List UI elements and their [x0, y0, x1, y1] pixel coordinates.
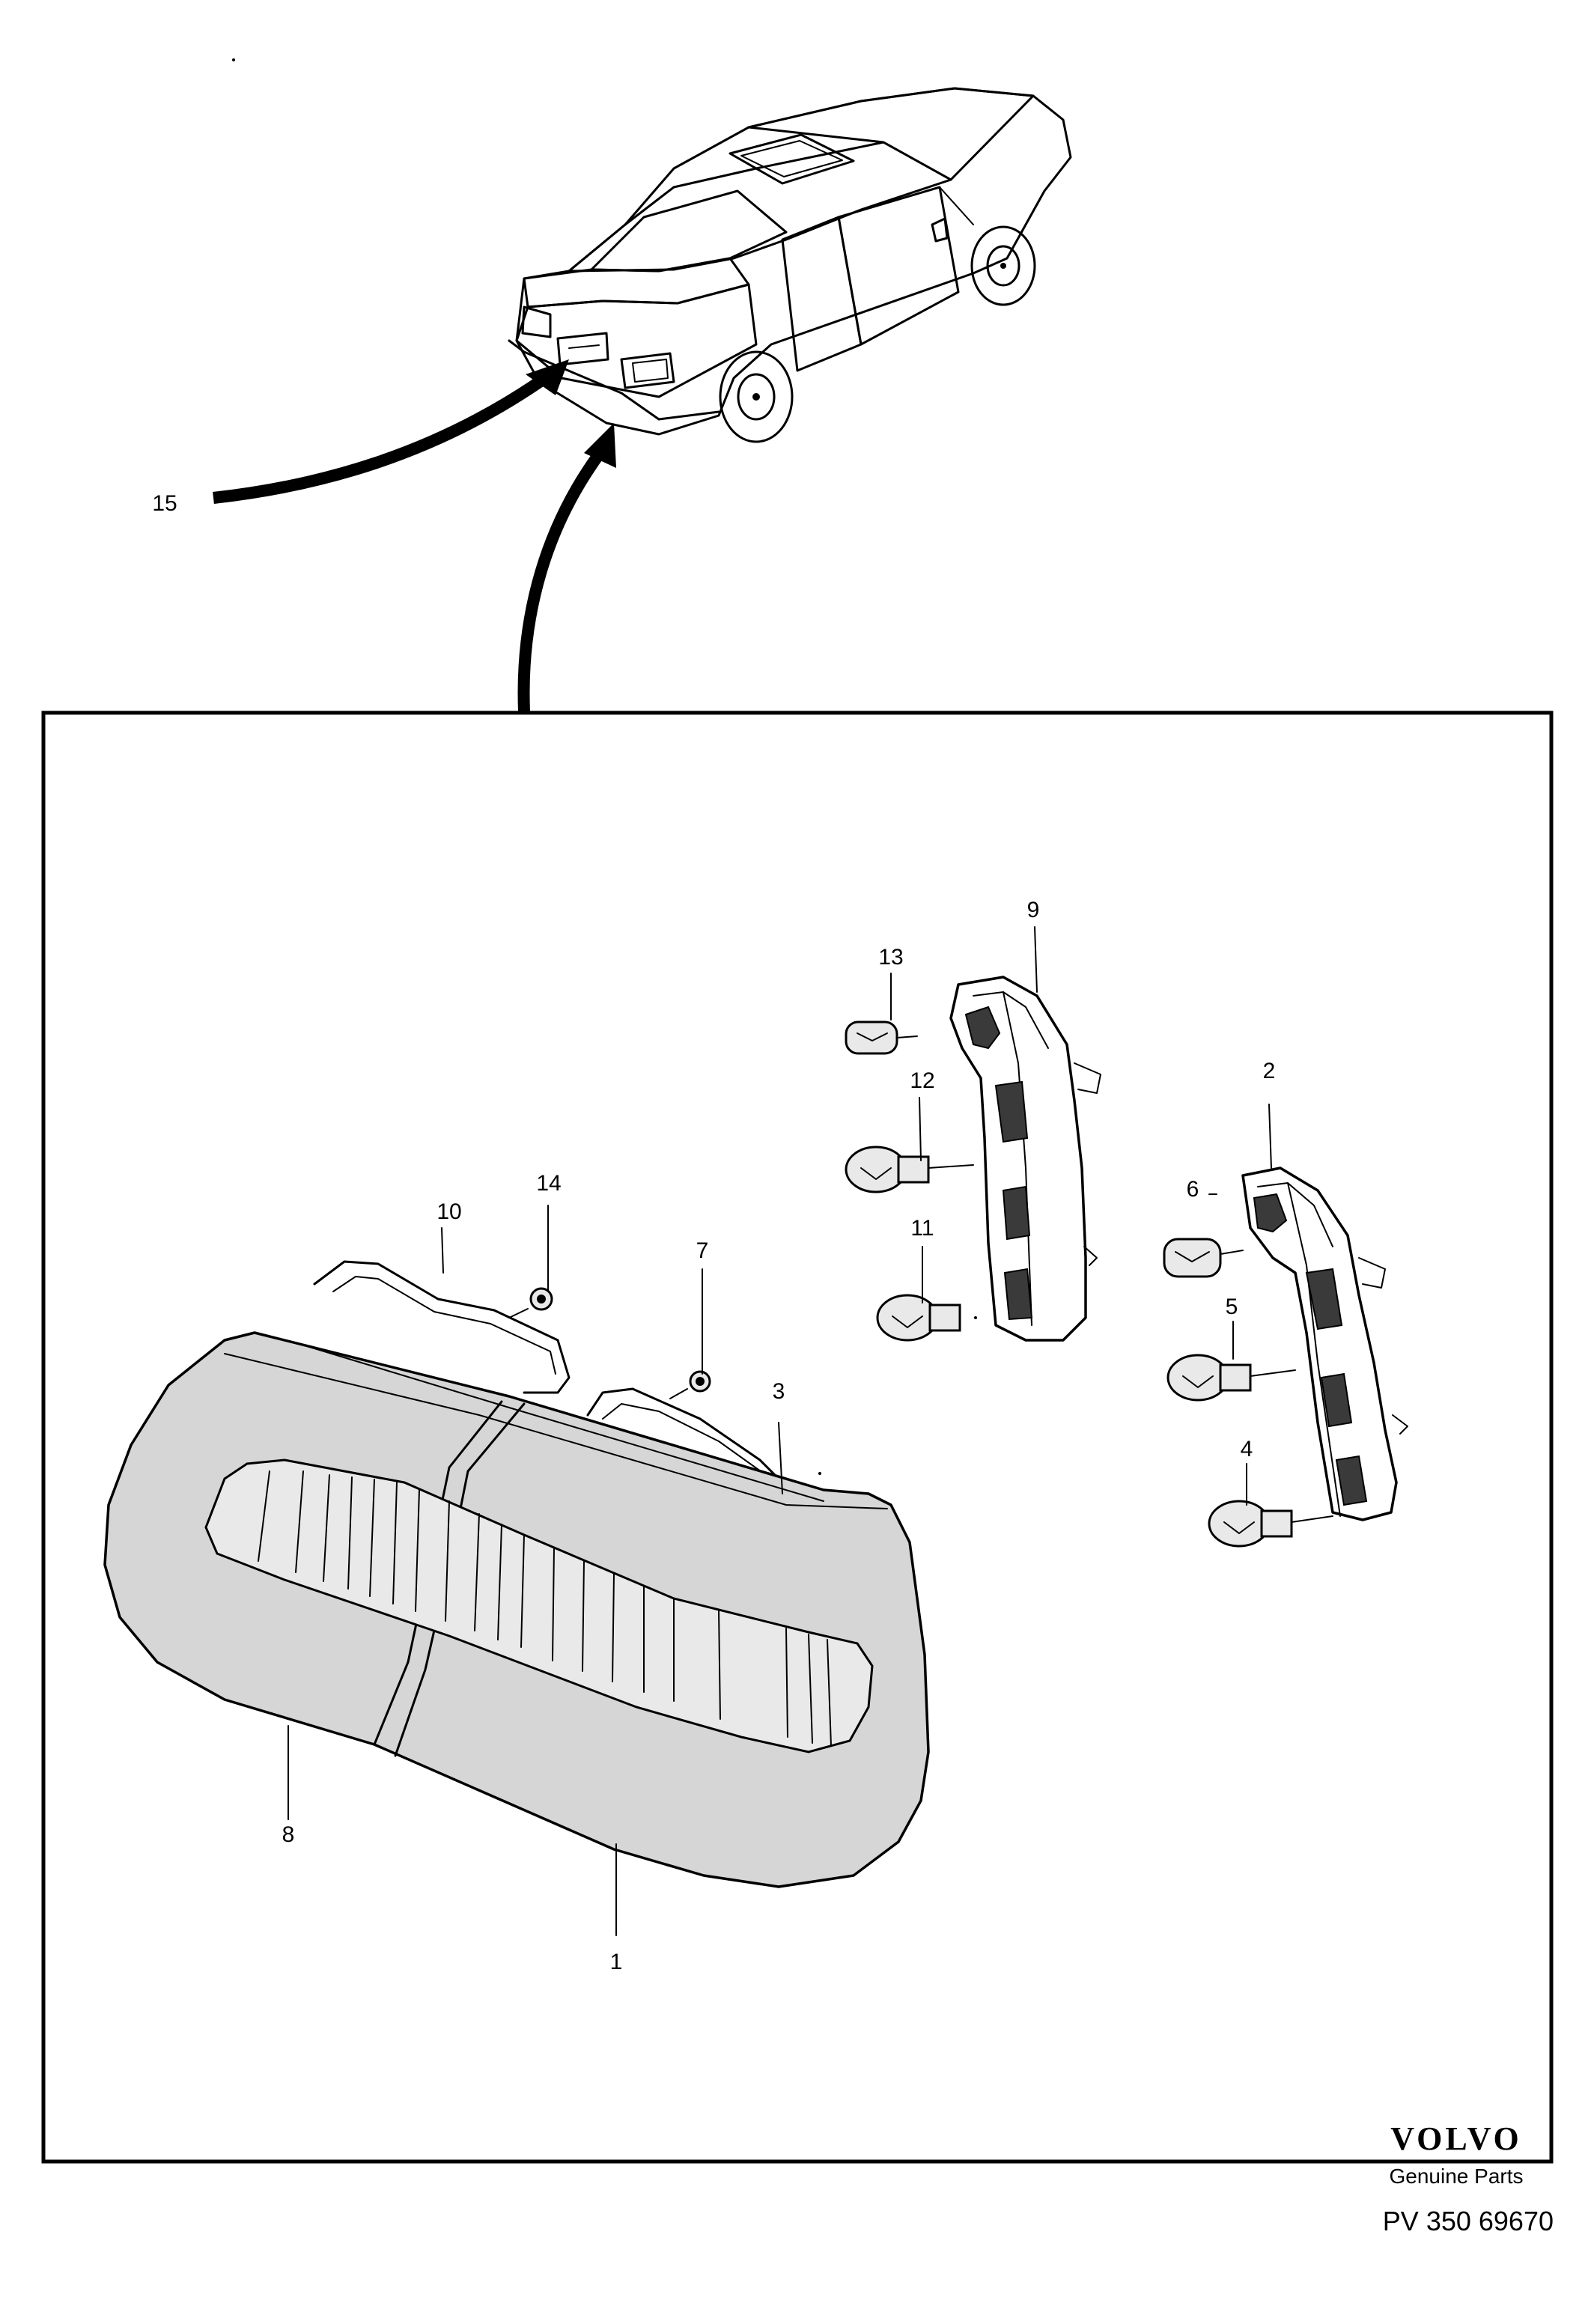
callout-4: 4 — [1241, 1437, 1253, 1461]
callout-1: 1 — [610, 1950, 623, 1974]
arrow-frame-tail — [517, 445, 608, 712]
leader-lines — [288, 926, 1272, 1936]
callout-8: 8 — [282, 1822, 295, 1847]
callout-3: 3 — [773, 1379, 785, 1404]
nut-14 — [508, 1287, 553, 1318]
callout-15: 15 — [152, 491, 177, 516]
nut-7 — [669, 1370, 711, 1399]
bulb-5 — [1166, 1354, 1296, 1402]
arrow-15-tail — [213, 369, 554, 504]
bulb-6 — [1163, 1238, 1244, 1278]
callout-6: 6 — [1187, 1177, 1199, 1202]
car-illustration — [508, 87, 1072, 443]
callout-13: 13 — [878, 945, 903, 970]
callout-14: 14 — [536, 1171, 561, 1196]
callout-5: 5 — [1226, 1295, 1238, 1319]
tail-lamp-assembly — [103, 1260, 930, 1888]
stray-dot — [232, 58, 235, 61]
document-reference: PV 350 69670 — [1382, 2206, 1554, 2236]
callout-10: 10 — [436, 1199, 461, 1224]
arrow-15-head — [526, 359, 569, 395]
callout-11: 11 — [910, 1216, 934, 1241]
bulb-holder-9 — [949, 976, 1101, 1342]
brand-subtitle: Genuine Parts — [1389, 2165, 1524, 2188]
bulb-12 — [845, 1146, 974, 1193]
callout-12: 12 — [910, 1068, 934, 1093]
callout-9: 9 — [1027, 898, 1040, 922]
brand-block: VOLVO Genuine Parts — [1359, 2123, 1554, 2188]
callout-2: 2 — [1263, 1059, 1276, 1083]
bulb-holder-2 — [1241, 1166, 1408, 1521]
bulb-11 — [876, 1294, 977, 1342]
volvo-logo: VOLVO — [1390, 2120, 1522, 2157]
arrow-frame-head — [584, 423, 616, 468]
detail-frame — [41, 711, 1554, 2164]
bulb-13 — [845, 1020, 918, 1055]
callout-7: 7 — [696, 1238, 709, 1263]
bulb-4 — [1208, 1500, 1333, 1548]
